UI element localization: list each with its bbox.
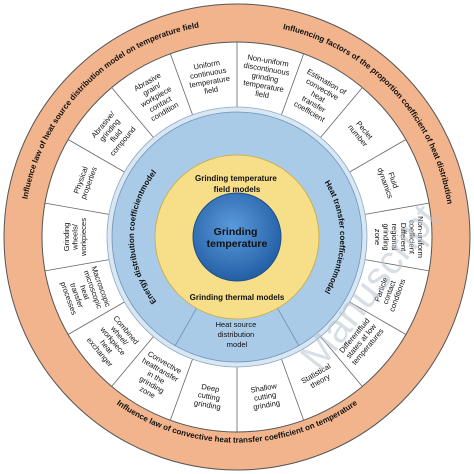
segment-label-line: Non-uniform bbox=[416, 216, 425, 258]
yellow-top-label: Grinding temperature field models bbox=[195, 174, 279, 194]
yellow-bottom-label: Grinding thermal models bbox=[190, 293, 285, 302]
segment-label: Fluiddynamics bbox=[375, 164, 403, 200]
segment-label: Shallowcuttinggrinding bbox=[250, 381, 281, 412]
heat-source-line-3: model bbox=[227, 340, 248, 349]
segment-label-line: Deep bbox=[201, 382, 220, 394]
segment-divider bbox=[44, 259, 110, 272]
segment-label-line: coefficient bbox=[407, 220, 416, 255]
segment-label-line: zone bbox=[373, 229, 382, 245]
segment-label-line: grinding bbox=[382, 223, 391, 250]
segment-dividers bbox=[44, 42, 430, 432]
segment-divider bbox=[169, 53, 193, 115]
yellow-bottom-line: Grinding thermal models bbox=[190, 293, 285, 302]
segment-divider bbox=[111, 336, 154, 387]
blue-bottom-label: Heat source distribution model bbox=[215, 320, 258, 349]
segment-label-line: Grinding bbox=[62, 223, 71, 252]
segment-divider bbox=[111, 87, 154, 138]
segment-divider bbox=[320, 87, 363, 138]
segment-divider bbox=[67, 301, 125, 335]
center-circle bbox=[192, 192, 282, 282]
segment-divider bbox=[364, 259, 430, 272]
yellow-top-line-2: field models bbox=[214, 185, 261, 194]
segment-divider bbox=[281, 53, 305, 115]
heat-source-line-1: Heat source bbox=[215, 320, 256, 329]
segment-divider bbox=[349, 301, 407, 335]
segment-label-line: wheels/ bbox=[71, 223, 80, 251]
segment-label-line: Different bbox=[399, 223, 408, 252]
segment-label-line: workpieces bbox=[79, 218, 88, 257]
segment-label-line: field bbox=[254, 89, 269, 100]
segment-divider bbox=[169, 359, 193, 421]
segment-divider bbox=[349, 139, 407, 173]
segment-label-line: cutting bbox=[197, 390, 221, 403]
segment-label: Grindingwheels/workpieces bbox=[62, 218, 88, 257]
segment-label-line: cutting bbox=[253, 390, 277, 403]
segment-label: Non-uniformcoefficientDifferentregionalg… bbox=[373, 216, 425, 258]
segment-divider bbox=[44, 202, 110, 215]
segment-label-line: regional bbox=[390, 223, 399, 250]
center-title-line-1: Grinding bbox=[214, 226, 258, 238]
segment-label-line: field bbox=[203, 85, 218, 96]
segment-divider bbox=[364, 202, 430, 215]
segment-divider bbox=[281, 359, 305, 421]
center-title: Grinding temperature bbox=[207, 226, 268, 250]
segment-divider bbox=[320, 336, 363, 387]
yellow-top-line-1: Grinding temperature bbox=[195, 174, 277, 183]
segment-divider bbox=[67, 139, 125, 173]
heat-source-line-2: distribution bbox=[218, 330, 255, 339]
center-title-line-2: temperature bbox=[207, 238, 268, 250]
